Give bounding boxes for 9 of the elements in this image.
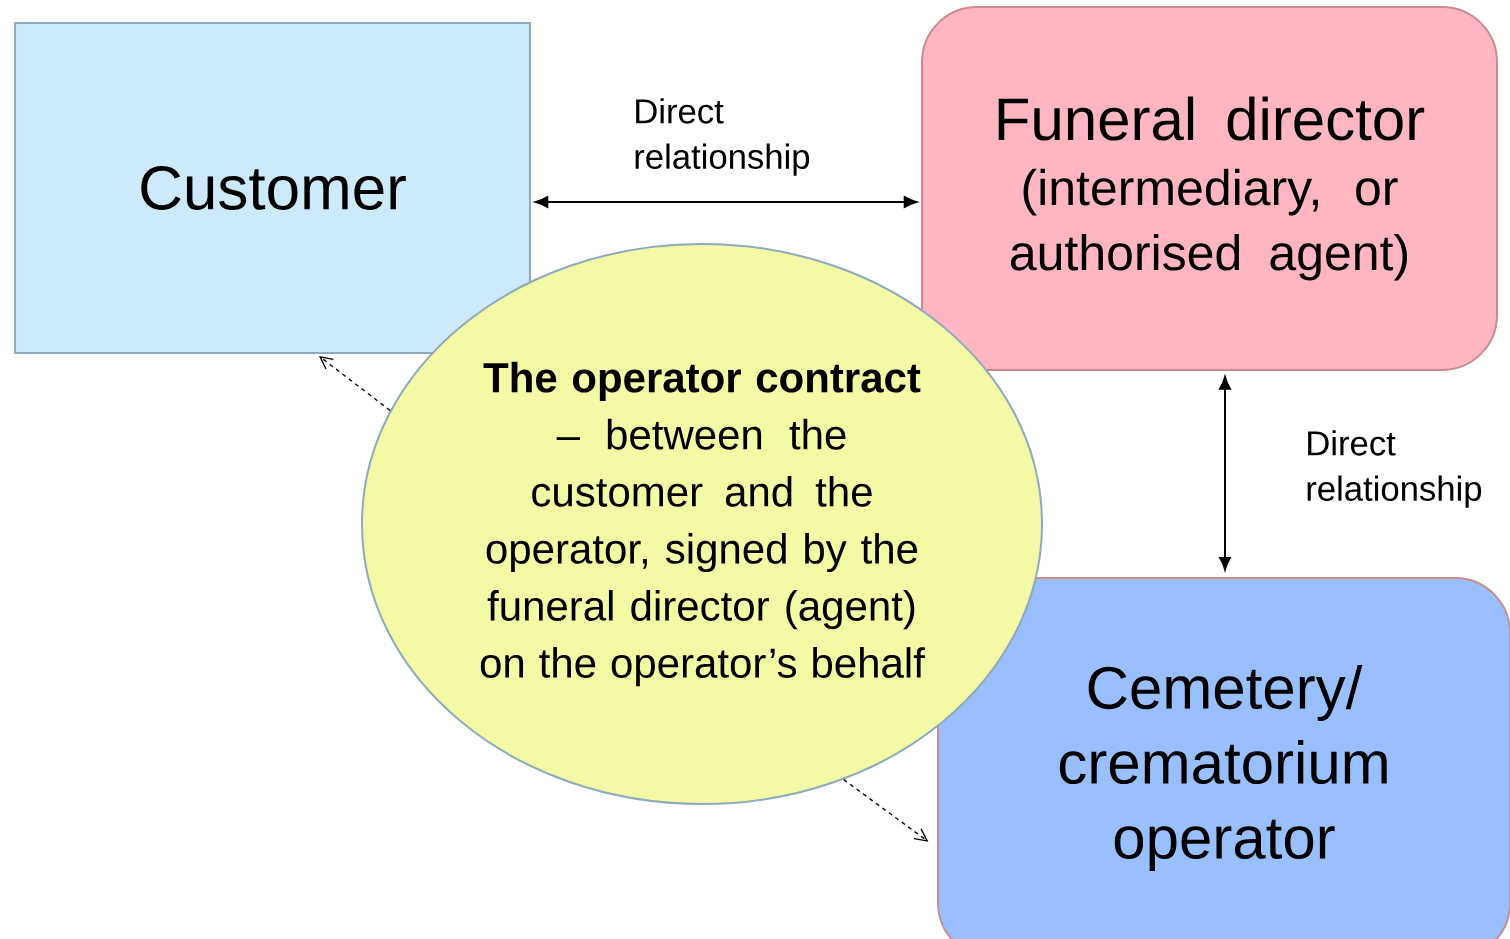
rounded-box: Funeral director (intermediary, or authorised agent) (921, 6, 1498, 371)
edge-label: Direct relationship (1307, 430, 1482, 508)
arrow (1219, 376, 1231, 571)
arrow (843, 778, 929, 842)
arrow (318, 356, 391, 412)
box: Customer (14, 22, 531, 354)
arrow (535, 196, 917, 208)
edge-label: Direct relationship (635, 98, 810, 176)
rounded-box: Cemetery/ crematorium operator (937, 577, 1510, 939)
